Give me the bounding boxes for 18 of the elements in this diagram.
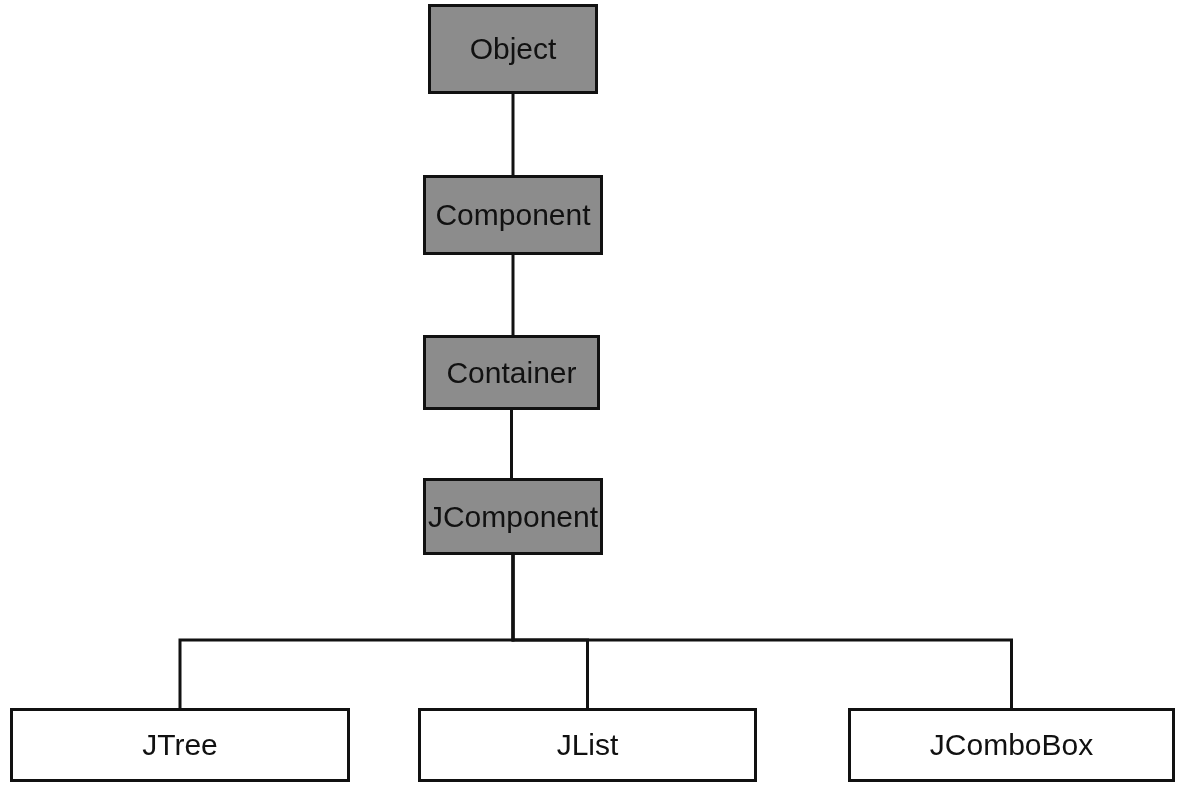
class-name: JList (556, 728, 619, 762)
class-name: JTree (142, 728, 218, 762)
class-name: Object (469, 32, 557, 66)
class-box (423, 335, 600, 410)
connector-line (510, 410, 513, 478)
connector-line (511, 255, 515, 335)
class-box (848, 708, 1175, 782)
class-name: JComponent (427, 499, 599, 534)
class-name: JComboBox (929, 728, 1094, 762)
class-box (428, 4, 598, 94)
class-name: Component (435, 198, 591, 232)
class-box (423, 175, 603, 255)
class-name: Container (446, 355, 577, 390)
connector-line (511, 94, 515, 175)
class-box (10, 708, 350, 782)
connector-line (511, 555, 1013, 708)
class-box (423, 478, 603, 555)
class-box (418, 708, 757, 782)
